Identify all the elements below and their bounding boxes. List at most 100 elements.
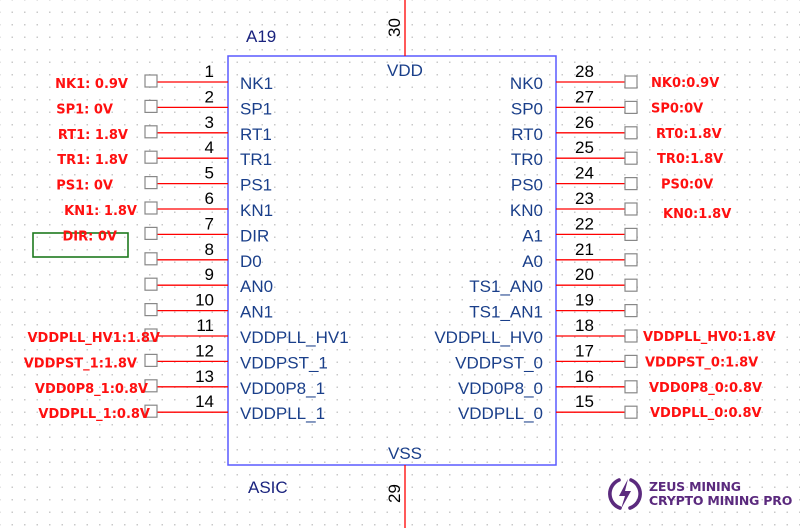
pin-connector-box[interactable] <box>624 278 638 292</box>
pin-number: 15 <box>575 392 594 411</box>
pin-connector-box[interactable] <box>624 227 638 241</box>
pin-connector-box[interactable] <box>624 202 638 216</box>
pin-number: 26 <box>575 113 594 132</box>
pin-connector-box[interactable] <box>144 226 158 240</box>
pin-connector-box[interactable] <box>144 252 158 266</box>
pin-connector-box[interactable] <box>624 380 638 394</box>
net-label: KN1: 1.8V <box>64 204 137 219</box>
pin-connector-box[interactable] <box>144 74 158 88</box>
pin-number: 7 <box>205 214 214 233</box>
pin-connector-box[interactable] <box>624 405 638 419</box>
logo-line-2: CRYPTO MINING PRO <box>649 493 793 508</box>
net-label: PS0:0V <box>661 178 713 193</box>
pin-number-vdd: 30 <box>385 18 404 37</box>
dir-net-highlight-box <box>32 232 129 258</box>
pin-name: KN0 <box>510 201 543 220</box>
net-label: TR0:1.8V <box>657 152 723 167</box>
pin-connector-box[interactable] <box>144 404 158 418</box>
part-designator: A19 <box>246 27 276 46</box>
net-label: VDDPLL_HV0:1.8V <box>643 330 776 345</box>
pin-name-vdd: VDD <box>387 61 423 80</box>
pin-connector-box[interactable] <box>624 253 638 267</box>
pin-connector-box[interactable] <box>144 201 158 215</box>
pin-number: 17 <box>575 341 594 360</box>
net-label: VDDPST_1:1.8V <box>24 356 137 371</box>
pin-connector-box[interactable] <box>144 353 158 367</box>
pin-name: A1 <box>522 226 543 245</box>
net-label: VDDPLL_1:0.8V <box>38 407 150 422</box>
net-label: PS1: 0V <box>56 179 113 194</box>
net-label: VDDPST_0:1.8V <box>645 355 758 370</box>
pin-name: VDDPLL_HV0 <box>434 328 543 347</box>
pin-connector-box[interactable] <box>624 151 638 165</box>
pin-number: 20 <box>575 265 594 284</box>
pin-number: 11 <box>196 316 214 335</box>
pin-connector-box[interactable] <box>624 177 638 191</box>
pin-connector-box[interactable] <box>624 75 638 89</box>
net-label: VDDPLL_0:0.8V <box>650 406 762 421</box>
pin-number: 23 <box>575 189 594 208</box>
pin-name: RT1 <box>240 125 272 144</box>
pin-connector-box[interactable] <box>144 99 158 114</box>
pin-number: 3 <box>205 113 214 132</box>
pin-name: VDDPLL_HV1 <box>240 328 349 347</box>
pin-connector-box[interactable] <box>624 304 638 318</box>
net-label: RT1: 1.8V <box>58 128 128 143</box>
pin-number: 24 <box>575 164 594 183</box>
pin-connector-box[interactable] <box>144 328 158 342</box>
pin-name: NK1 <box>240 74 273 93</box>
pin-name: A0 <box>522 252 543 271</box>
pin-number: 13 <box>195 367 214 386</box>
pin-name: VDDPST_1 <box>240 353 328 372</box>
net-label: KN0:1.8V <box>663 207 731 222</box>
pin-connector-box[interactable] <box>624 126 638 140</box>
net-label: SP0:0V <box>651 101 703 116</box>
net-label: VDD0P8_0:0.8V <box>649 381 762 396</box>
pin-number: 4 <box>205 138 214 157</box>
pin-name: VDDPLL_1 <box>240 404 325 423</box>
pin-name: PS0 <box>511 176 543 195</box>
pin-name-vss: VSS <box>388 444 422 463</box>
pin-connector-box[interactable] <box>144 303 158 317</box>
pin-number: 28 <box>575 62 594 81</box>
pin-connector-box[interactable] <box>624 100 638 115</box>
pin-number: 21 <box>575 240 594 259</box>
pin-connector-box[interactable] <box>144 277 158 291</box>
net-label: VDD0P8_1:0.8V <box>35 382 148 397</box>
pin-connector-box[interactable] <box>144 150 158 164</box>
pin-number: 10 <box>195 291 214 310</box>
pin-connector-box[interactable] <box>144 125 158 139</box>
pin-number: 6 <box>205 189 214 208</box>
pin-name: VDDPLL_0 <box>458 404 543 423</box>
pin-number: 18 <box>575 316 594 335</box>
ic-body[interactable] <box>227 55 557 466</box>
pin-name: DIR <box>240 226 269 245</box>
pin-number: 5 <box>205 164 214 183</box>
pin-number-vss: 29 <box>385 484 404 503</box>
logo-line-1: ZEUS MINING <box>649 479 741 494</box>
pin-name: TR1 <box>240 150 272 169</box>
pin-name: KN1 <box>240 201 273 220</box>
pin-name: TS1_AN0 <box>469 277 543 296</box>
pin-name: RT0 <box>511 125 543 144</box>
pin-name: VDD0P8_0 <box>458 379 543 398</box>
pin-connector-box[interactable] <box>144 379 158 393</box>
pin-number: 16 <box>575 367 594 386</box>
pin-name: SP0 <box>511 99 543 118</box>
pin-number: 8 <box>205 240 214 259</box>
part-value: ASIC <box>248 478 288 497</box>
pin-connector-box[interactable] <box>144 176 158 190</box>
pin-number: 14 <box>195 392 214 411</box>
pin-number: 1 <box>205 62 214 81</box>
pin-name: TR0 <box>511 150 543 169</box>
net-label: TR1: 1.8V <box>57 153 128 168</box>
net-label: NK0:0.9V <box>651 76 719 91</box>
pin-connector-box[interactable] <box>624 354 638 368</box>
pin-connector-box[interactable] <box>624 329 638 343</box>
pin-number: 2 <box>205 87 214 106</box>
pin-number: 22 <box>575 214 594 233</box>
pin-name: AN1 <box>240 303 273 322</box>
pin-name: VDD0P8_1 <box>240 379 325 398</box>
